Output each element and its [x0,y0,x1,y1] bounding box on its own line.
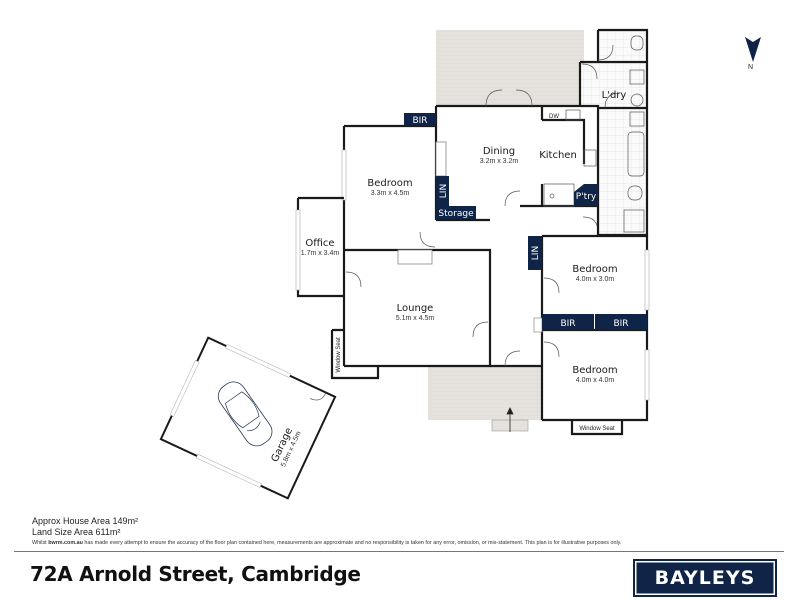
bedroom3-label: Bedroom [572,365,617,376]
entry-arrow-icon [506,407,514,432]
window-seat-bottom-label: Window Seat [579,426,615,432]
svg-text:P'try: P'try [576,192,597,202]
svg-text:Storage: Storage [438,209,474,219]
bathtub-icon [627,131,645,177]
tag-bir-mid2: BIR [595,314,647,330]
bedroom2-label: Bedroom [572,264,617,275]
toilet-icon [627,185,643,201]
svg-text:LIN: LIN [531,246,541,260]
tag-bir-mid1: BIR [542,314,594,330]
bedroom1-label: Bedroom [367,178,412,189]
svg-text:LIN: LIN [439,184,449,198]
svg-text:BIR: BIR [412,116,427,126]
tag-lin-right: LIN [528,236,542,270]
window-seat-left-label: Window Seat [336,337,342,373]
bedroom2-dims: 4.0m x 3.0m [576,276,615,283]
dining-label: Dining [483,146,515,157]
dw-label: DW [549,114,559,120]
tag-bir-top: BIR [404,113,436,126]
tag-lin-left: LIN [436,176,449,206]
svg-text:BIR: BIR [613,319,628,329]
shower-icon [623,209,645,233]
bedroom1-dims: 3.3m x 4.5m [371,190,410,197]
toilet-icon [630,35,644,51]
footer-divider [14,551,784,552]
disclaimer: Whilst bwrm.com.au has made every attemp… [32,540,622,546]
bedroom3-dims: 4.0m x 4.0m [576,377,615,384]
office-dims: 1.7m x 3.4m [301,250,340,257]
bayleys-logo: BAYLEYS [633,559,777,597]
floor-plan: BIR LIN Storage P'try LIN BIR BIR DW Win… [159,28,650,500]
tag-pantry: P'try [574,184,598,206]
disclaimer-site-link: bwrm.com.au [48,540,83,546]
front-deck [428,366,542,420]
laundry-label: L'dry [602,90,627,101]
north-arrow-icon [745,37,761,62]
office-label: Office [305,238,334,249]
kitchen-label: Kitchen [539,150,577,161]
svg-text:BIR: BIR [560,319,575,329]
dining-dims: 3.2m x 3.2m [480,158,519,165]
lounge-label: Lounge [397,303,434,314]
tag-storage: Storage [436,206,476,219]
property-address: 72A Arnold Street, Cambridge [30,562,361,586]
land-area: Land Size Area 611m² [32,527,121,537]
house-area: Approx House Area 149m² [32,516,139,526]
car-icon [217,381,273,447]
cooktop-icon [583,149,597,167]
lounge-dims: 5.1m x 4.5m [396,315,435,322]
north-label: N [748,64,754,71]
washer-icon [629,69,645,85]
sink-icon [629,111,645,127]
garage: Garage 5.8m x 4.5m [159,336,337,500]
top-deck [436,30,584,106]
